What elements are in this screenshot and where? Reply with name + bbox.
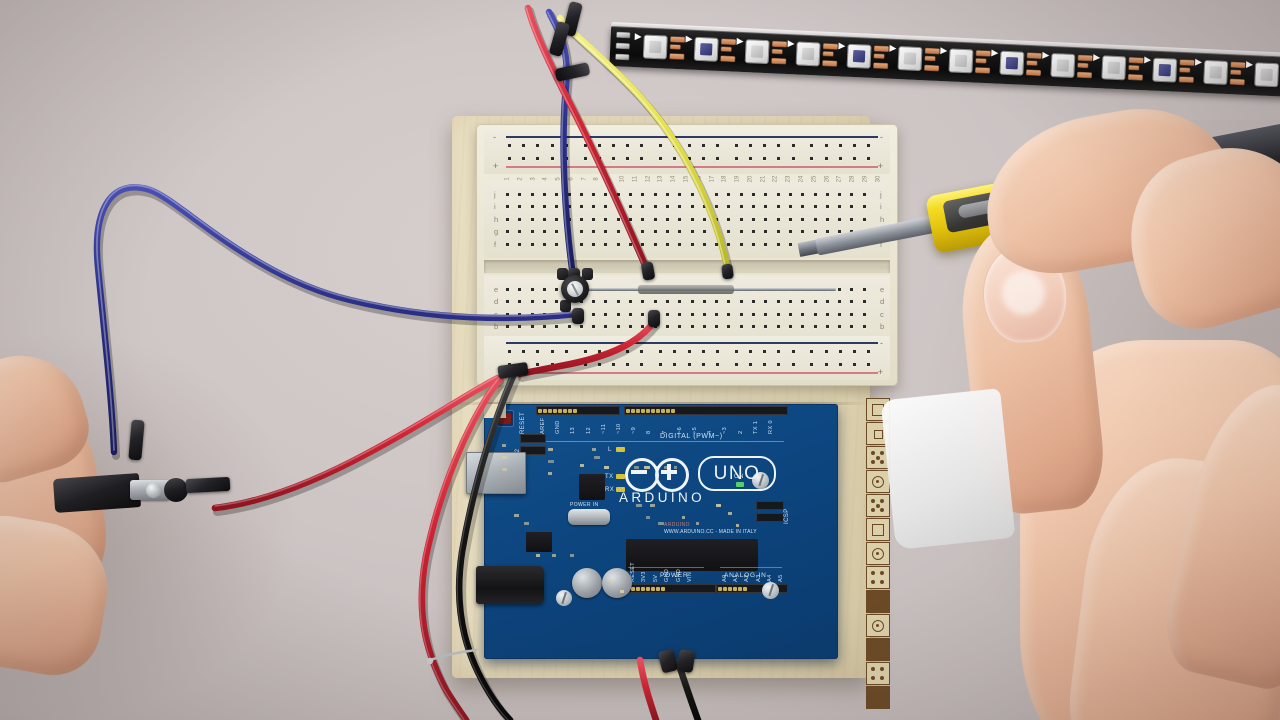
workbench-photo: - + - + jihgf jihgf 12345678910111213141… bbox=[0, 0, 1280, 720]
photo-vignette bbox=[0, 0, 1280, 720]
